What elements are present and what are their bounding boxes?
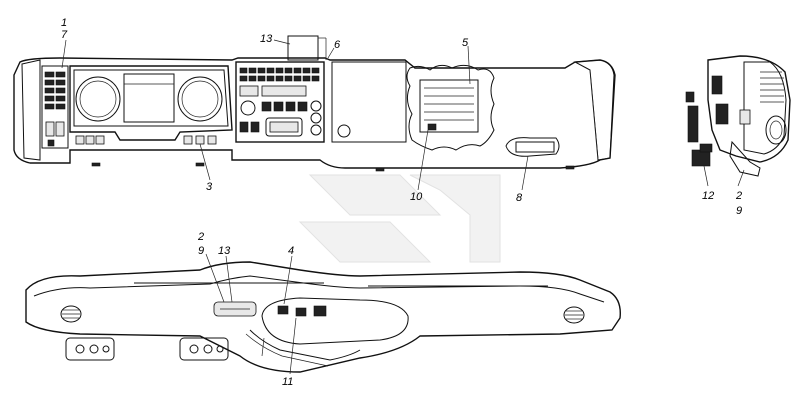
cluster-display: [123, 73, 175, 123]
callout-6: 6: [334, 39, 341, 51]
callout-12: 12: [702, 190, 714, 202]
tachometer-gauge: [177, 76, 223, 122]
callout-9-side: 9: [736, 205, 742, 217]
callout-10: 10: [410, 191, 423, 203]
watermark-logo: [298, 174, 501, 263]
leader-lines: [61, 39, 745, 375]
callout-3: 3: [206, 181, 213, 193]
callout-labels: 1 7 13 6 5 3 10 8 12 2 9 2 9 13 4 11: [61, 17, 742, 388]
center-console: [235, 61, 325, 143]
front-view-dashboard: [13, 35, 616, 172]
callout-11: 11: [282, 376, 293, 388]
callout-5: 5: [462, 37, 469, 49]
bottom-view-dashboard: [25, 261, 621, 373]
side-view-dashboard: [685, 55, 791, 177]
callout-7: 7: [61, 29, 68, 41]
left-switch-grid: [44, 71, 66, 147]
callout-8: 8: [516, 192, 523, 204]
callout-2-bottom: 2: [197, 231, 204, 243]
callout-13-bottom: 13: [218, 245, 231, 257]
console-switch-row: [239, 67, 320, 82]
callout-13-top: 13: [260, 33, 273, 45]
callout-9-bottom: 9: [198, 245, 204, 257]
callout-4: 4: [288, 245, 294, 257]
callout-2-side: 2: [735, 190, 742, 202]
speedometer-gauge: [75, 76, 121, 122]
callout-1: 1: [61, 17, 67, 29]
side-view-vent-grille: [760, 71, 784, 103]
